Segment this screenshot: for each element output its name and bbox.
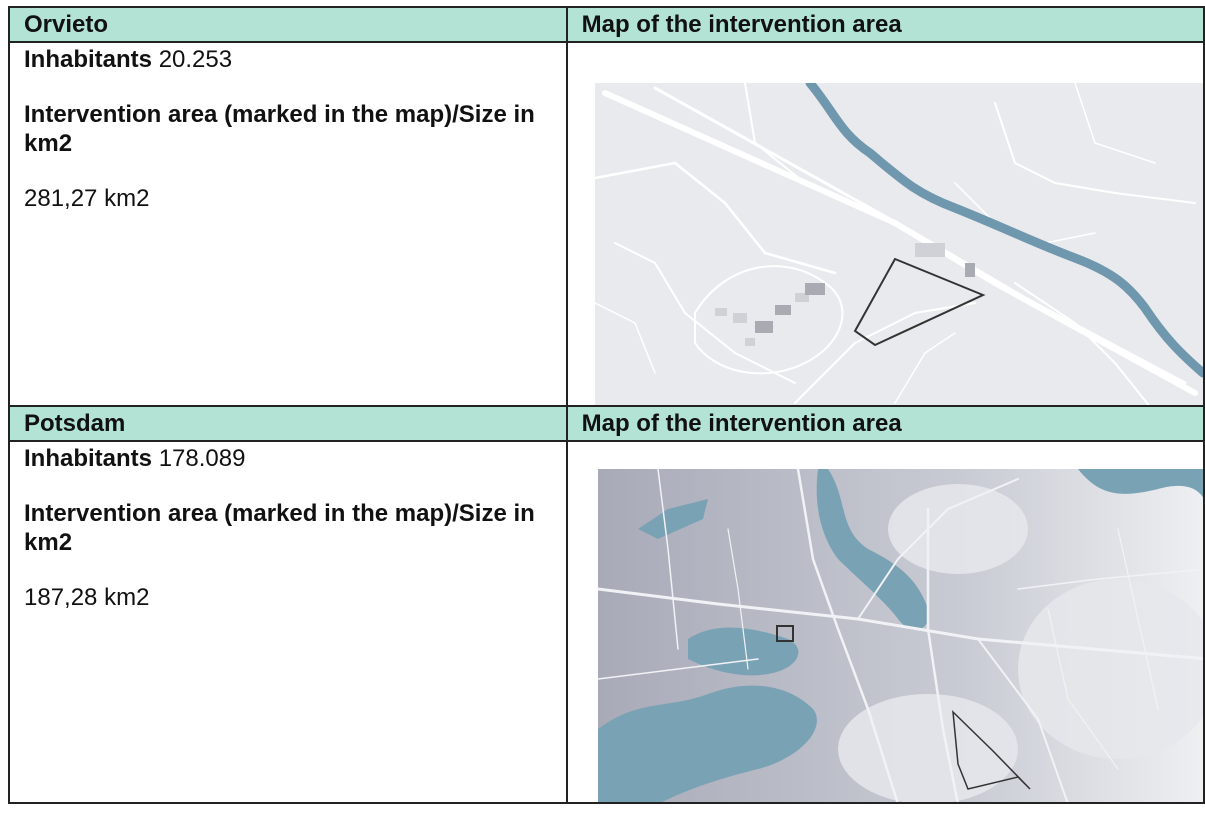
city-name-cell: Orvieto <box>8 6 568 43</box>
map-cell-potsdam <box>565 440 1205 804</box>
potsdam-map <box>597 469 1203 802</box>
city-name-cell: Potsdam <box>8 405 568 442</box>
orvieto-map <box>594 83 1203 405</box>
road-network <box>597 469 1203 802</box>
area-size: 281,27 km2 <box>24 185 150 212</box>
inhabitants-line: Inhabitants 20.253 <box>24 45 552 74</box>
intervention-table: Orvieto Map of the intervention area Inh… <box>8 6 1205 804</box>
inhabitants-value: 178.089 <box>158 445 246 472</box>
river-path <box>805 83 1203 378</box>
area-label: Intervention area (marked in the map)/Si… <box>24 101 535 157</box>
intervention-area-outline <box>853 257 986 347</box>
info-cell-potsdam: Inhabitants 178.089 Intervention area (m… <box>8 440 568 804</box>
inhabitants-label: Inhabitants <box>24 46 153 73</box>
map-header-cell: Map of the intervention area <box>565 6 1205 43</box>
info-cell-orvieto: Inhabitants 20.253 Intervention area (ma… <box>8 41 568 407</box>
map-cell-orvieto <box>565 41 1205 407</box>
inhabitants-value: 20.253 <box>158 46 233 73</box>
map-header-cell: Map of the intervention area <box>565 405 1205 442</box>
content-row-orvieto: Inhabitants 20.253 Intervention area (ma… <box>8 41 1205 407</box>
intervention-area-small <box>775 625 794 642</box>
intervention-area-outline <box>951 710 1031 790</box>
town-blocks <box>714 243 975 346</box>
water-bodies <box>597 469 1203 802</box>
green-areas <box>837 484 1203 802</box>
content-row-potsdam: Inhabitants 178.089 Intervention area (m… <box>8 440 1205 804</box>
inhabitants-line: Inhabitants 178.089 <box>24 444 552 473</box>
header-row-orvieto: Orvieto Map of the intervention area <box>8 6 1205 43</box>
area-size: 187,28 km2 <box>24 584 150 611</box>
inhabitants-label: Inhabitants <box>24 445 153 472</box>
area-label: Intervention area (marked in the map)/Si… <box>24 500 535 556</box>
header-row-potsdam: Potsdam Map of the intervention area <box>8 405 1205 442</box>
